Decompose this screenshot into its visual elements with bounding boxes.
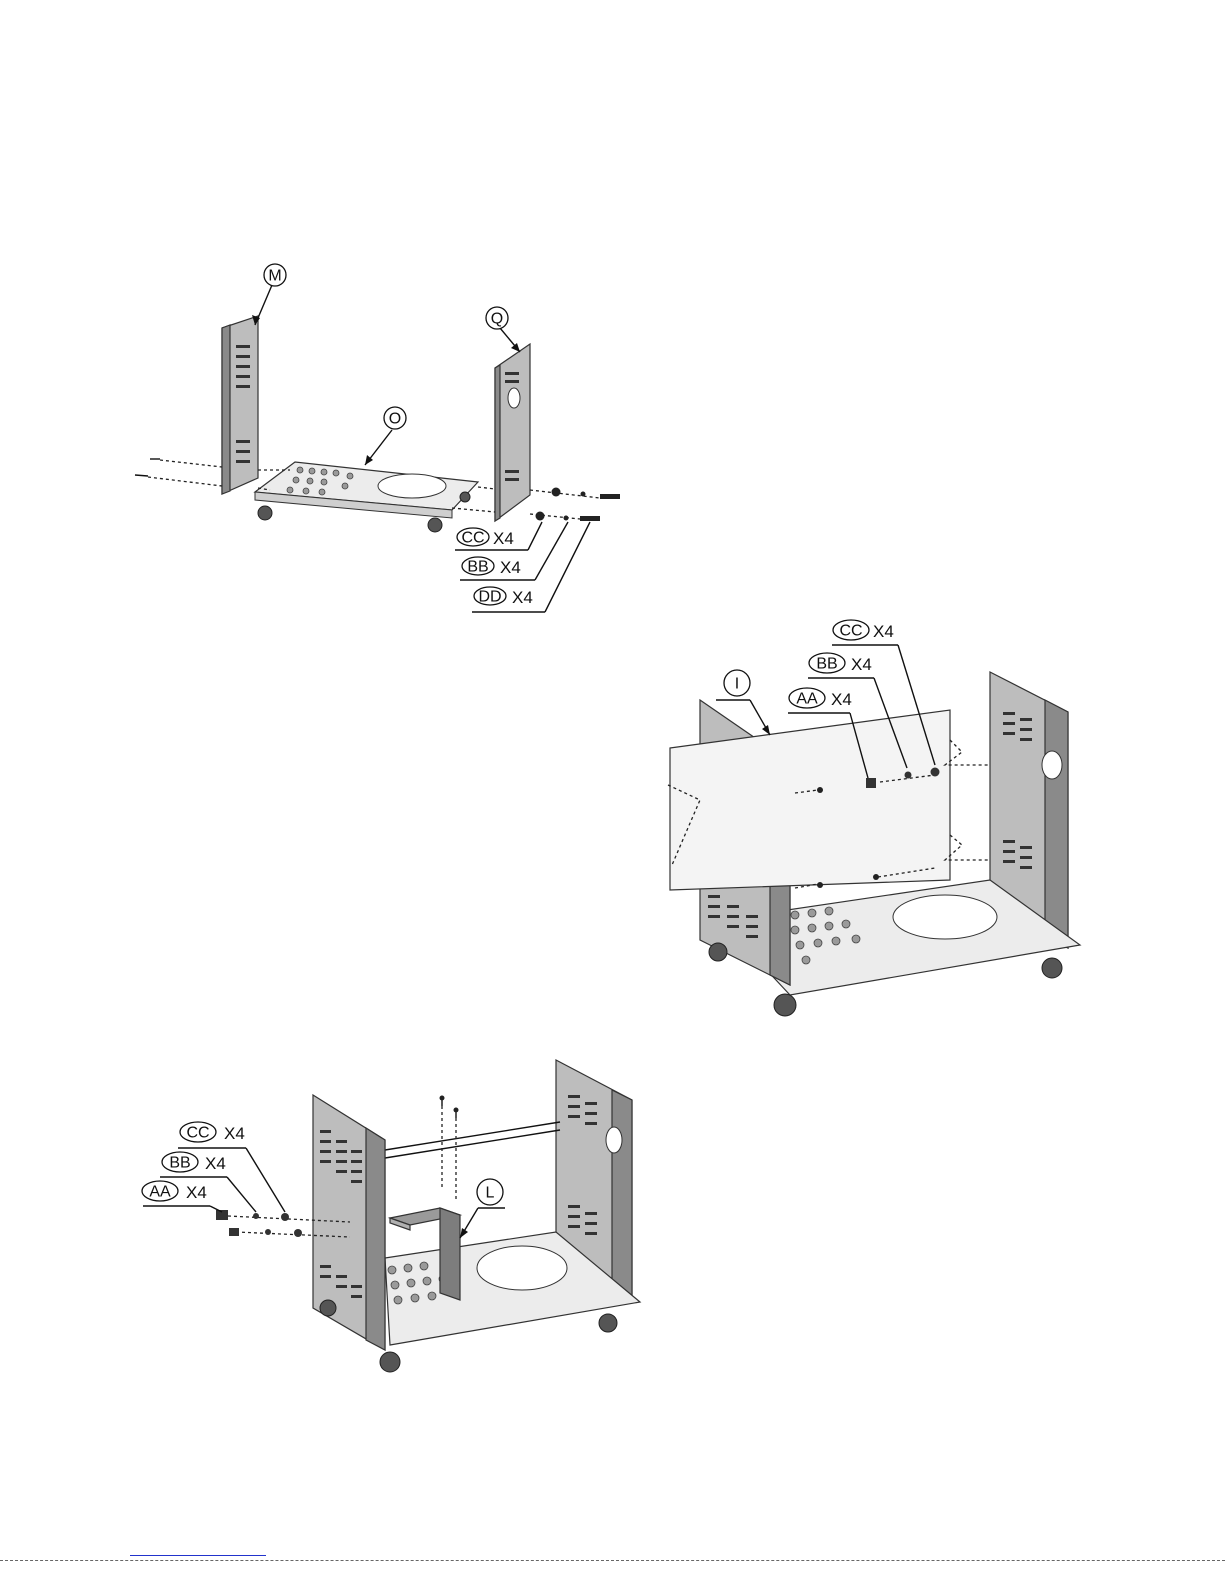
svg-text:M: M	[268, 268, 281, 285]
shelf-l-side	[440, 1208, 460, 1300]
caster-wheel	[774, 994, 796, 1016]
washer-bb	[905, 772, 912, 779]
caster-wheel	[320, 1300, 336, 1316]
label-m: M	[264, 264, 286, 286]
figure-3-shelf-bracket: L CC X4 BB X4 AA X4	[142, 1060, 640, 1372]
footer-link-underline	[130, 1555, 266, 1556]
svg-text:AA: AA	[149, 1184, 171, 1201]
svg-text:AA: AA	[796, 691, 818, 708]
footer-rule	[0, 1560, 1225, 1561]
svg-text:X4: X4	[500, 558, 521, 577]
caster-wheel	[599, 1314, 617, 1332]
svg-text:BB: BB	[467, 559, 488, 576]
tank-hole	[378, 474, 446, 498]
washer-cc	[281, 1213, 289, 1221]
svg-text:O: O	[389, 411, 401, 428]
svg-text:X4: X4	[224, 1124, 245, 1143]
svg-text:CC: CC	[839, 623, 862, 640]
right-panel-cutout	[508, 388, 520, 408]
bolt-aa	[866, 778, 876, 788]
label-o: O	[384, 407, 406, 429]
svg-text:L: L	[486, 1185, 495, 1202]
svg-text:X4: X4	[512, 588, 533, 607]
caster-wheel	[460, 492, 470, 502]
bolt-dd	[600, 494, 620, 499]
caster-wheel	[428, 518, 442, 532]
svg-text:BB: BB	[816, 656, 837, 673]
caster-wheel	[258, 506, 272, 520]
caster-wheel	[709, 943, 727, 961]
caster-wheel	[1042, 958, 1062, 978]
label-l: L	[460, 1179, 505, 1238]
svg-text:CC: CC	[461, 530, 484, 547]
svg-text:X4: X4	[493, 529, 514, 548]
svg-text:Q: Q	[491, 311, 503, 328]
svg-text:I: I	[735, 676, 739, 693]
svg-text:CC: CC	[186, 1125, 209, 1142]
svg-text:X4: X4	[186, 1183, 207, 1202]
label-q: Q	[486, 307, 508, 329]
svg-text:X4: X4	[873, 622, 894, 641]
hardware-callout-cc: CC X4	[455, 522, 542, 550]
washer-bb	[581, 492, 586, 497]
svg-text:X4: X4	[205, 1154, 226, 1173]
figure-2-back-panel: I CC X4 BB X4 AA X4	[668, 620, 1080, 1016]
svg-text:BB: BB	[169, 1155, 190, 1172]
hardware-callout-aa: AA X4	[142, 1181, 222, 1212]
svg-text:X4: X4	[851, 655, 872, 674]
hardware-callout-bb: BB X4	[160, 1152, 256, 1212]
svg-text:X4: X4	[831, 690, 852, 709]
figure-1-side-panels-to-base: M Q O CC X4 BB X4 DD X4	[135, 264, 620, 612]
washer-cc	[931, 768, 940, 777]
washer-cc	[552, 488, 561, 497]
svg-text:DD: DD	[478, 589, 501, 606]
caster-wheel	[380, 1352, 400, 1372]
washer-bb	[253, 1213, 259, 1219]
